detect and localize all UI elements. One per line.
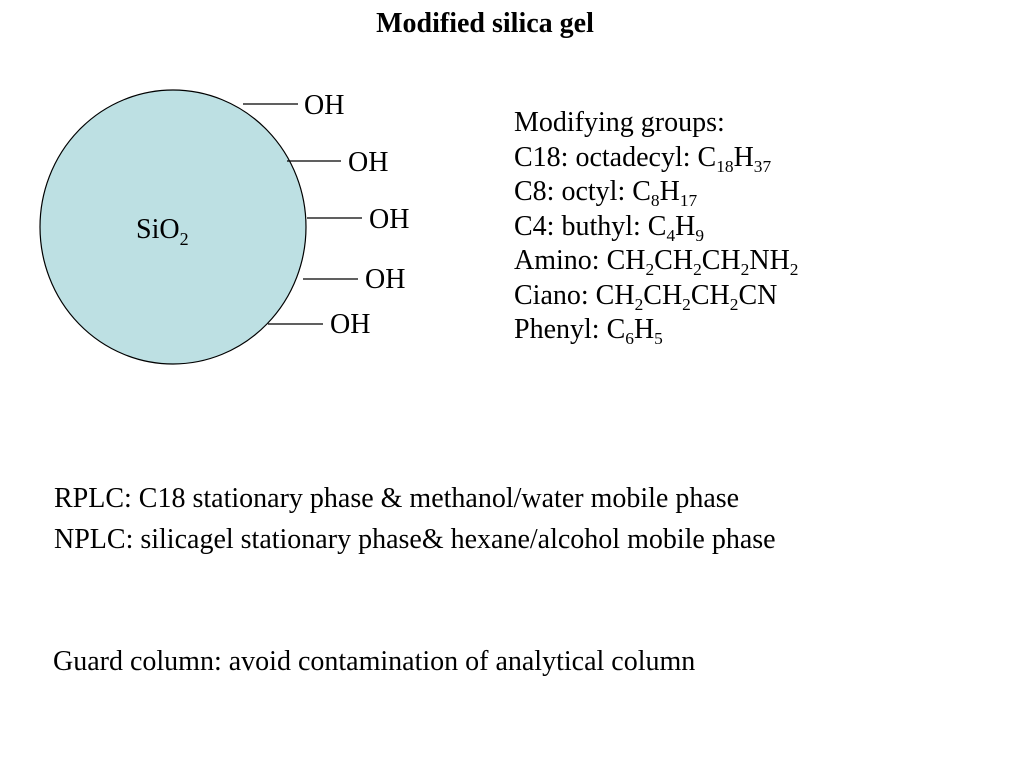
- formula-element: H: [659, 176, 680, 207]
- formula-subscript: 9: [695, 225, 705, 245]
- modifying-groups-heading: Modifying groups:: [514, 107, 725, 138]
- particle-label-subscript: 2: [180, 229, 189, 249]
- modifying-group-name: Ciano:: [514, 279, 596, 311]
- formula-subscript: 8: [650, 191, 660, 211]
- formula-subscript: 2: [729, 294, 739, 314]
- formula-element: CH: [643, 279, 683, 311]
- formula-element: CH: [595, 279, 635, 311]
- formula-subscript: 37: [753, 156, 772, 176]
- slide-title: Modified silica gel: [376, 8, 594, 39]
- modifying-group-item: Phenyl: C6H5: [514, 313, 798, 348]
- formula-subscript: 17: [679, 191, 698, 211]
- formula-element: C: [697, 141, 717, 173]
- formula-subscript: 2: [645, 260, 655, 280]
- modifying-group-item: C8: octyl: C8H17: [514, 175, 798, 210]
- modifying-group-name: Amino:: [514, 245, 607, 276]
- modifying-group-name: C4: buthyl:: [514, 210, 648, 242]
- formula-subscript: 2: [682, 294, 691, 314]
- oh-group-label: OH: [348, 147, 388, 178]
- formula-subscript: 5: [654, 329, 663, 349]
- modifying-group-name: C8: octyl:: [514, 176, 633, 207]
- formula-subscript: 4: [666, 225, 676, 245]
- chemical-formula: C18H37: [697, 141, 772, 176]
- formula-subscript: 6: [625, 329, 634, 349]
- oh-group-label: OH: [369, 204, 409, 235]
- formula-element: CH: [690, 279, 730, 311]
- modifying-group-item: Amino: CH2CH2CH2NH2: [514, 244, 798, 279]
- guard-column-note: Guard column: avoid contamination of ana…: [53, 646, 696, 677]
- modifying-group-name: Phenyl:: [514, 314, 607, 345]
- modifying-group-item: C4: buthyl: C4H9: [514, 210, 798, 245]
- formula-element: H: [633, 314, 655, 345]
- formula-subscript: 2: [693, 260, 702, 280]
- chemical-formula: C8H17: [632, 176, 698, 211]
- modifying-group-item: Ciano: CH2CH2CH2CN: [514, 279, 798, 314]
- formula-element: CH: [654, 245, 694, 276]
- particle-label: SiO2: [136, 214, 189, 249]
- formula-subscript: 18: [716, 156, 734, 176]
- modifying-groups-list: Modifying groups: C18: octadecyl: C18H37…: [514, 106, 798, 348]
- chemical-formula: CH2CH2CH2NH2: [606, 245, 799, 280]
- lc-notes: RPLC: C18 stationary phase & methanol/wa…: [54, 478, 776, 560]
- chemical-formula: C4H9: [647, 210, 705, 245]
- oh-group-label: OH: [365, 264, 405, 295]
- formula-subscript: 2: [634, 294, 644, 314]
- formula-subscript: 2: [740, 260, 750, 280]
- oh-group-label: OH: [330, 309, 370, 340]
- formula-element: C: [606, 314, 626, 345]
- formula-element: CH: [701, 245, 741, 276]
- particle-label-main: SiO: [136, 214, 180, 245]
- note-rplc: RPLC: C18 stationary phase & methanol/wa…: [54, 483, 740, 514]
- silica-particle-diagram: OH OH OH OH OH SiO2: [39, 89, 409, 365]
- formula-element: NH: [749, 245, 790, 276]
- modifying-group-name: C18: octadecyl:: [514, 141, 698, 173]
- formula-element: CN: [738, 279, 778, 311]
- formula-element: H: [733, 141, 754, 173]
- formula-subscript: 2: [789, 260, 799, 280]
- formula-element: CH: [606, 245, 646, 276]
- modifying-group-item: C18: octadecyl: C18H37: [514, 141, 798, 176]
- formula-element: C: [632, 176, 651, 207]
- oh-group-label: OH: [304, 90, 344, 121]
- chemical-formula: CH2CH2CH2CN: [595, 279, 778, 314]
- note-nplc: NPLC: silicagel stationary phase& hexane…: [54, 524, 776, 555]
- formula-element: H: [675, 210, 696, 242]
- formula-element: C: [647, 210, 667, 242]
- chemical-formula: C6H5: [606, 314, 663, 349]
- silica-particle: [39, 89, 307, 365]
